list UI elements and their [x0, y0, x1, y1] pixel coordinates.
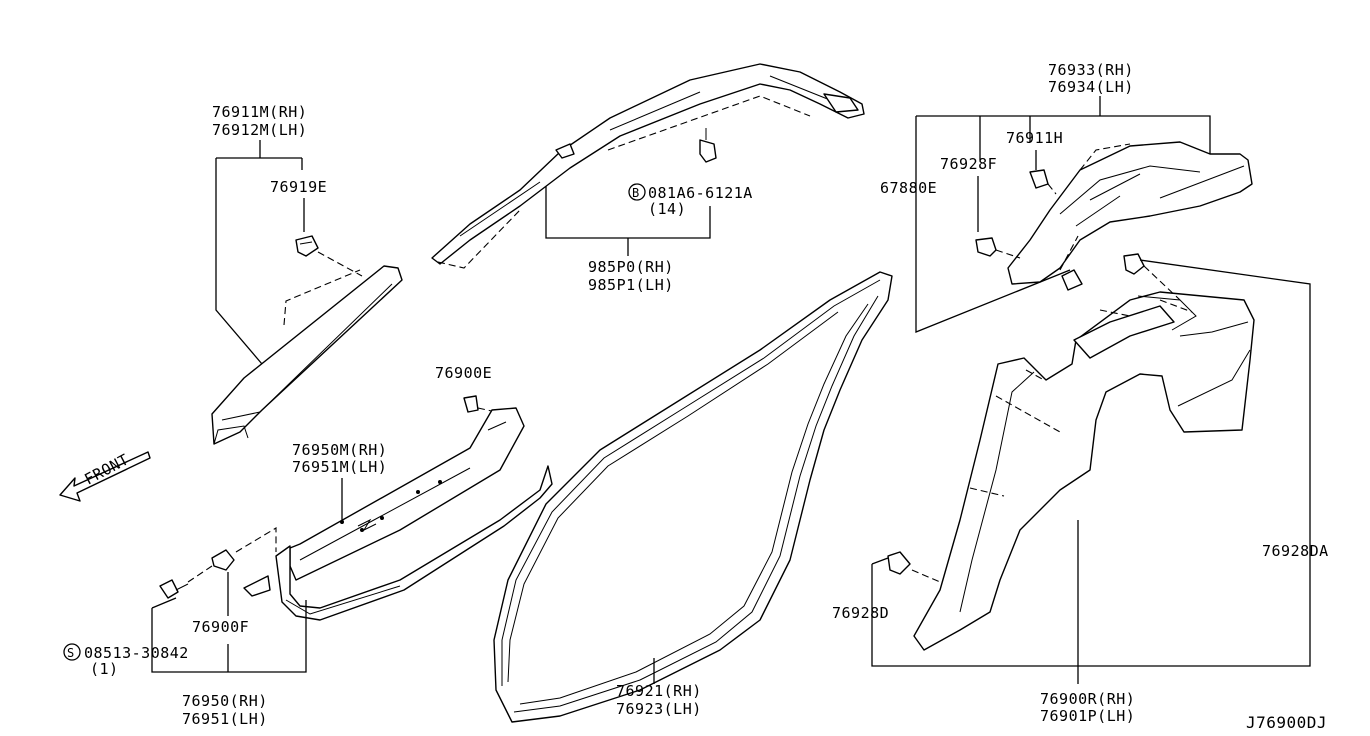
label-76950: 76950(RH)	[182, 692, 268, 710]
curtain-airbag	[431, 63, 865, 269]
label-76900f: 76900F	[192, 618, 249, 636]
label-76934: 76934(LH)	[1048, 78, 1134, 96]
label-081a6-qty: (14)	[648, 200, 686, 218]
label-081a6: 081A6-6121A	[648, 184, 753, 202]
label-76951: 76951(LH)	[182, 710, 268, 728]
b-code-circle	[628, 183, 646, 201]
dash-76900f	[187, 527, 277, 583]
s-code: S	[67, 646, 75, 660]
label-76900r: 76900R(RH)	[1040, 690, 1135, 708]
clip-76900e-icon	[463, 395, 479, 413]
front-label: FRONT	[81, 450, 132, 488]
clip-76928f-icon	[975, 237, 997, 257]
kicking-plate	[289, 407, 525, 581]
label-76912m: 76912M(LH)	[212, 121, 307, 139]
sill-welt	[243, 465, 553, 621]
front-arrow-icon	[59, 451, 151, 502]
label-08513: 08513-30842	[84, 644, 189, 662]
group-box-76933	[915, 115, 1211, 333]
label-76928f: 76928F	[940, 155, 997, 173]
leader-76928da	[1078, 259, 1311, 667]
label-08513-qty: (1)	[90, 660, 119, 678]
leader-76900f	[151, 572, 307, 673]
leader-76911m	[215, 140, 303, 365]
label-76901p: 76901P(LH)	[1040, 707, 1135, 725]
screw-08513-icon	[159, 579, 189, 599]
leader-76900r	[871, 520, 1079, 684]
b-code: B	[632, 186, 640, 200]
clip-76928d-icon	[887, 551, 911, 575]
label-985p0: 985P0(RH)	[588, 258, 674, 276]
clip-76928da-icon	[1123, 253, 1145, 275]
diagram-id: J76900DJ	[1246, 713, 1327, 732]
label-76928da: 76928DA	[1262, 542, 1329, 560]
rear-quarter-trim	[913, 291, 1255, 651]
dash-rear-clips	[911, 265, 1181, 583]
label-76921: 76921(RH)	[616, 682, 702, 700]
label-76923: 76923(LH)	[616, 700, 702, 718]
s-code-circle	[63, 643, 81, 661]
label-985p1: 985P1(LH)	[588, 276, 674, 294]
label-76928d: 76928D	[832, 604, 889, 622]
clip-76900f-icon	[211, 549, 235, 571]
upper-pillar-trim	[1007, 141, 1253, 291]
door-weatherstrip	[493, 271, 893, 723]
clip-76911h-icon	[1029, 169, 1049, 189]
clip-76919e-icon	[295, 235, 319, 257]
bolt-081a6-icon	[699, 128, 717, 163]
label-76911h: 76911H	[1006, 129, 1063, 147]
label-76933: 76933(RH)	[1048, 61, 1134, 79]
label-76911m: 76911M(RH)	[212, 103, 307, 121]
label-76951m: 76951M(LH)	[292, 458, 387, 476]
a-pillar-lower-trim	[211, 251, 403, 445]
dash-76933	[995, 183, 1057, 259]
label-76919e: 76919E	[270, 178, 327, 196]
leader-985p0	[545, 186, 711, 256]
label-76900e: 76900E	[435, 364, 492, 382]
label-67880e: 67880E	[880, 179, 937, 197]
label-76950m: 76950M(RH)	[292, 441, 387, 459]
